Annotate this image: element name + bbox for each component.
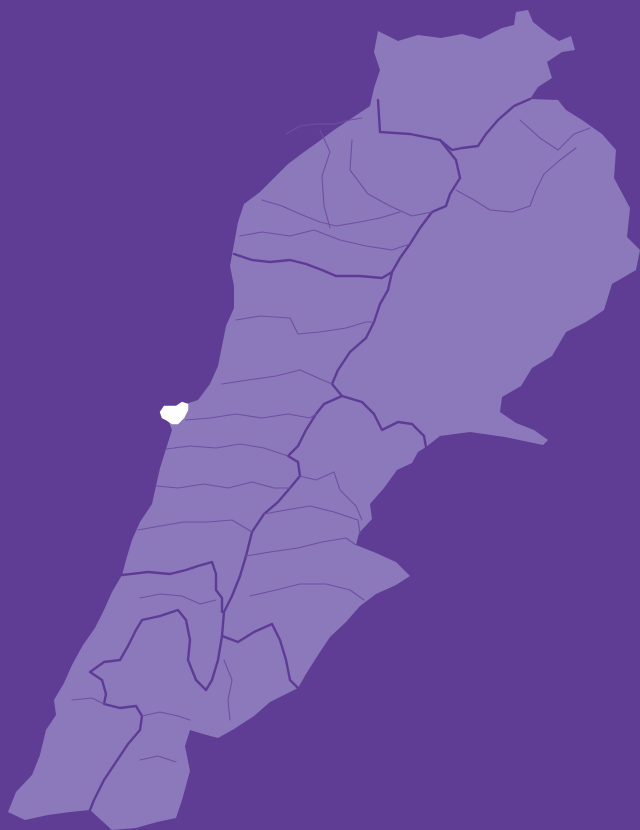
district-border-15 — [139, 593, 217, 605]
governorate-border-mount-bekaa — [204, 394, 344, 692]
district-border-11 — [299, 471, 363, 521]
district-border-18 — [139, 755, 177, 763]
district-border-22 — [285, 117, 363, 135]
district-border-12 — [263, 505, 361, 535]
governorate-border-south-nabatieh — [220, 622, 300, 690]
district-border-1 — [319, 129, 331, 229]
district-border-17 — [141, 711, 191, 721]
governorate-border-north-bekaa — [330, 138, 462, 398]
governorate-border-south-mount — [120, 560, 224, 614]
district-border-2 — [349, 139, 433, 217]
governorate-border-nabatieh-south — [88, 608, 208, 812]
district-border-5 — [235, 315, 375, 335]
district-border-14 — [249, 583, 365, 601]
district-border-21 — [455, 147, 577, 213]
district-border-8 — [165, 443, 289, 457]
district-border-6 — [221, 369, 333, 385]
district-border-7 — [185, 413, 317, 421]
district-border-9 — [155, 481, 291, 489]
governorate-border-north-mountlebanon — [232, 252, 394, 280]
governorate-border-north-akkar — [376, 97, 532, 152]
governorate-border-bekaa-baalbek — [340, 394, 428, 449]
district-border-10 — [137, 519, 253, 533]
country-shape[interactable] — [8, 10, 640, 830]
district-border-19 — [223, 659, 233, 721]
highlighted-region-beirut[interactable] — [159, 401, 189, 425]
district-border-16 — [71, 697, 105, 705]
district-border-13 — [245, 537, 357, 557]
district-border-4 — [239, 229, 411, 251]
district-border-3 — [261, 199, 401, 227]
district-border-20 — [519, 119, 591, 151]
